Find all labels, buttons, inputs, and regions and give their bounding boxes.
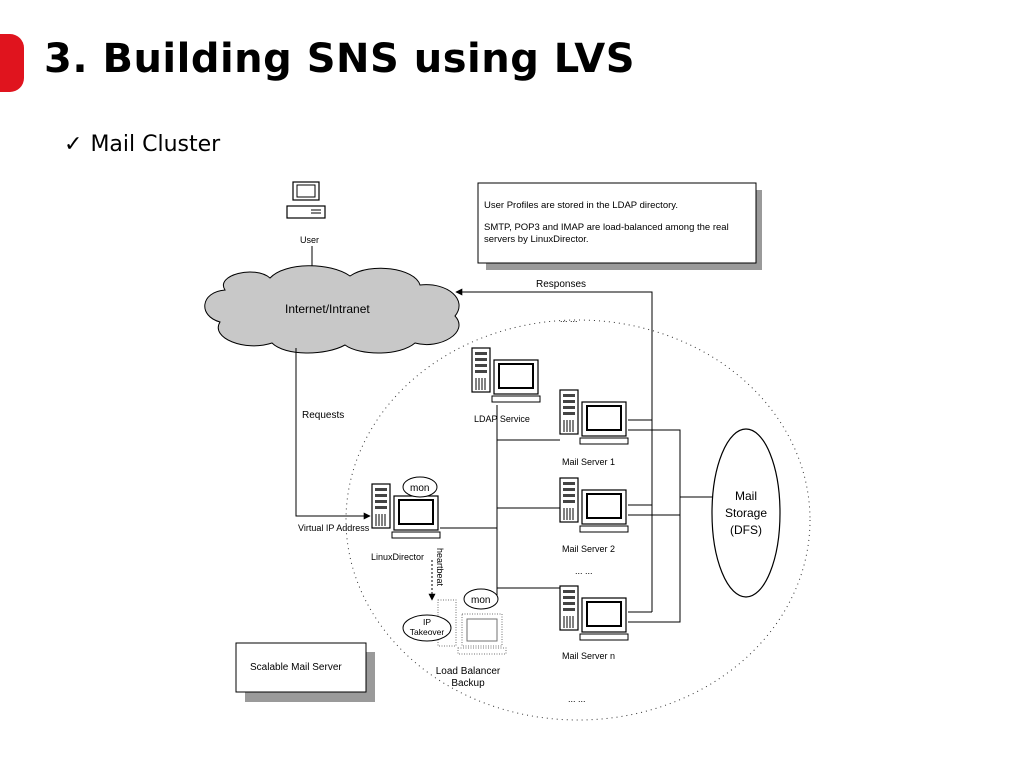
user-label: User xyxy=(300,235,319,245)
checkmark-icon: ✓ xyxy=(64,132,83,157)
linux-director-label: LinuxDirector xyxy=(371,552,424,562)
title-accent-bar xyxy=(0,34,24,92)
ip-takeover-label-1: IP xyxy=(423,617,431,627)
mail-server-n-icon xyxy=(559,585,629,641)
backup-label-1: Load Balancer xyxy=(436,666,501,677)
note-text-2: SMTP, POP3 and IMAP are load-balanced am… xyxy=(484,222,729,233)
note-text-3: servers by LinuxDirector. xyxy=(484,234,589,245)
mon-bubble-backup xyxy=(463,588,499,610)
storage-label-1: Mail xyxy=(735,489,757,503)
ellipsis-top: ... ... xyxy=(560,314,578,324)
storage-label-2: Storage xyxy=(725,506,767,520)
cloud-label: Internet/Intranet xyxy=(285,302,370,316)
mon-bubble xyxy=(402,476,438,498)
mail-storage-icon xyxy=(711,428,781,598)
responses-label: Responses xyxy=(536,279,586,290)
responses-arrow xyxy=(455,288,653,420)
bullet-item: ✓ Mail Cluster xyxy=(64,132,220,157)
ip-takeover-bubble xyxy=(402,614,452,642)
mail-server-1-label: Mail Server 1 xyxy=(562,457,615,467)
mail-server-n-label: Mail Server n xyxy=(562,651,615,661)
mon-label-backup: mon xyxy=(471,595,490,606)
scalable-mail-server-box: Scalable Mail Server xyxy=(235,642,375,702)
ip-takeover-label-2: Takeover xyxy=(410,627,445,637)
heartbeat-label: heartbeat xyxy=(435,548,445,587)
requests-arrow xyxy=(295,348,371,520)
mail-server-2-icon xyxy=(559,477,629,533)
mon-label: mon xyxy=(410,483,429,494)
bullet-text: Mail Cluster xyxy=(90,132,221,157)
cloud-icon xyxy=(204,265,460,354)
storage-label-3: (DFS) xyxy=(730,523,762,537)
ldap-server-icon xyxy=(471,347,541,403)
note-text-1: User Profiles are stored in the LDAP dir… xyxy=(484,200,678,211)
user-computer-icon xyxy=(286,181,326,219)
slide-title: 3. Building SNS using LVS xyxy=(44,36,636,82)
virtual-ip-label: Virtual IP Address xyxy=(298,523,370,533)
scalable-label: Scalable Mail Server xyxy=(250,662,342,673)
mail-server-2-label: Mail Server 2 xyxy=(562,544,615,554)
backup-label-2: Backup xyxy=(451,678,485,689)
ldap-label: LDAP Service xyxy=(474,414,530,424)
ellipsis-bottom: ... ... xyxy=(568,694,586,704)
cluster-boundary xyxy=(345,319,811,721)
requests-label: Requests xyxy=(302,410,344,421)
mail-server-1-icon xyxy=(559,389,629,445)
info-note: User Profiles are stored in the LDAP dir… xyxy=(477,182,762,270)
ellipsis-mid: ... ... xyxy=(575,566,593,576)
